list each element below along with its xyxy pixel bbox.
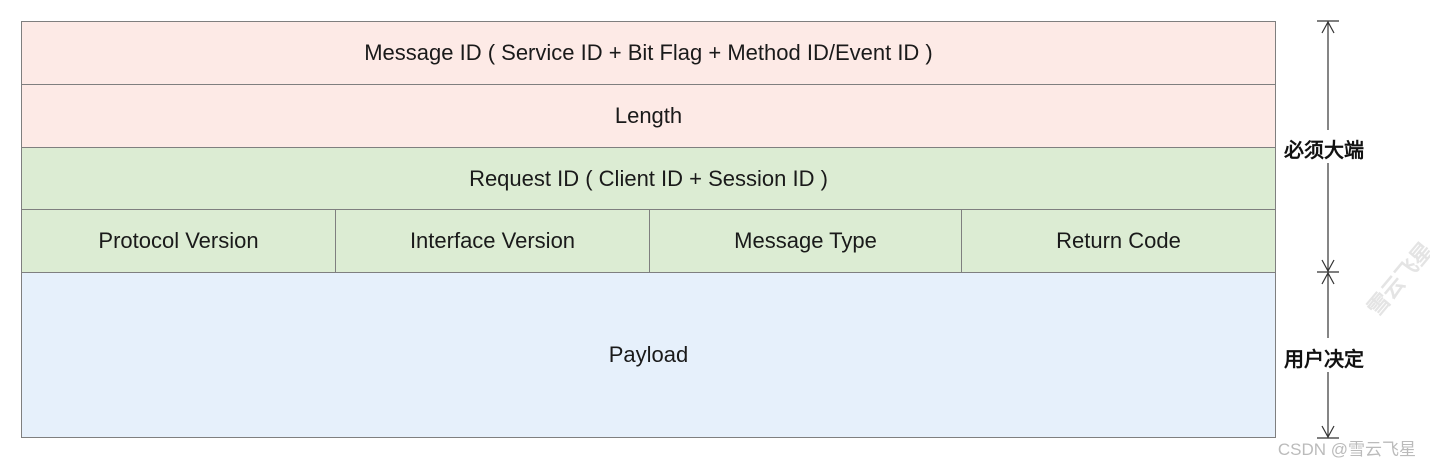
diagonal-watermark: 雪云飞星 — [1362, 237, 1430, 321]
request-id-row: Request ID ( Client ID + Session ID ) — [21, 147, 1276, 210]
request-id-label: Request ID ( Client ID + Session ID ) — [469, 165, 828, 191]
message-type-cell: Message Type — [649, 209, 962, 273]
csdn-watermark: CSDN @雪云飞星 — [1277, 440, 1416, 459]
payload-span-arrow-up — [1321, 271, 1335, 285]
length-label: Length — [614, 103, 683, 128]
length-row: Length — [21, 84, 1276, 148]
header-annotation: 必须大端 — [1284, 140, 1364, 162]
payload-label: Payload — [608, 342, 689, 367]
message-id-row: Message ID ( Service ID + Bit Flag + Met… — [21, 21, 1276, 85]
message-id-label: Message ID ( Service ID + Bit Flag + Met… — [364, 40, 933, 65]
payload-annotation: 用户决定 — [1284, 349, 1364, 371]
return-code-cell: Return Code — [961, 209, 1276, 273]
payload-row: Payload — [21, 272, 1276, 438]
interface-version-cell: Interface Version — [335, 209, 650, 273]
interface-version-label: Interface Version — [409, 228, 576, 253]
header-span-arrow-up — [1321, 20, 1335, 34]
return-code-label: Return Code — [1056, 228, 1181, 253]
protocol-version-label: Protocol Version — [98, 228, 259, 253]
header-span-arrow-down — [1321, 259, 1335, 273]
message-type-label: Message Type — [734, 228, 877, 253]
protocol-version-cell: Protocol Version — [21, 209, 336, 273]
